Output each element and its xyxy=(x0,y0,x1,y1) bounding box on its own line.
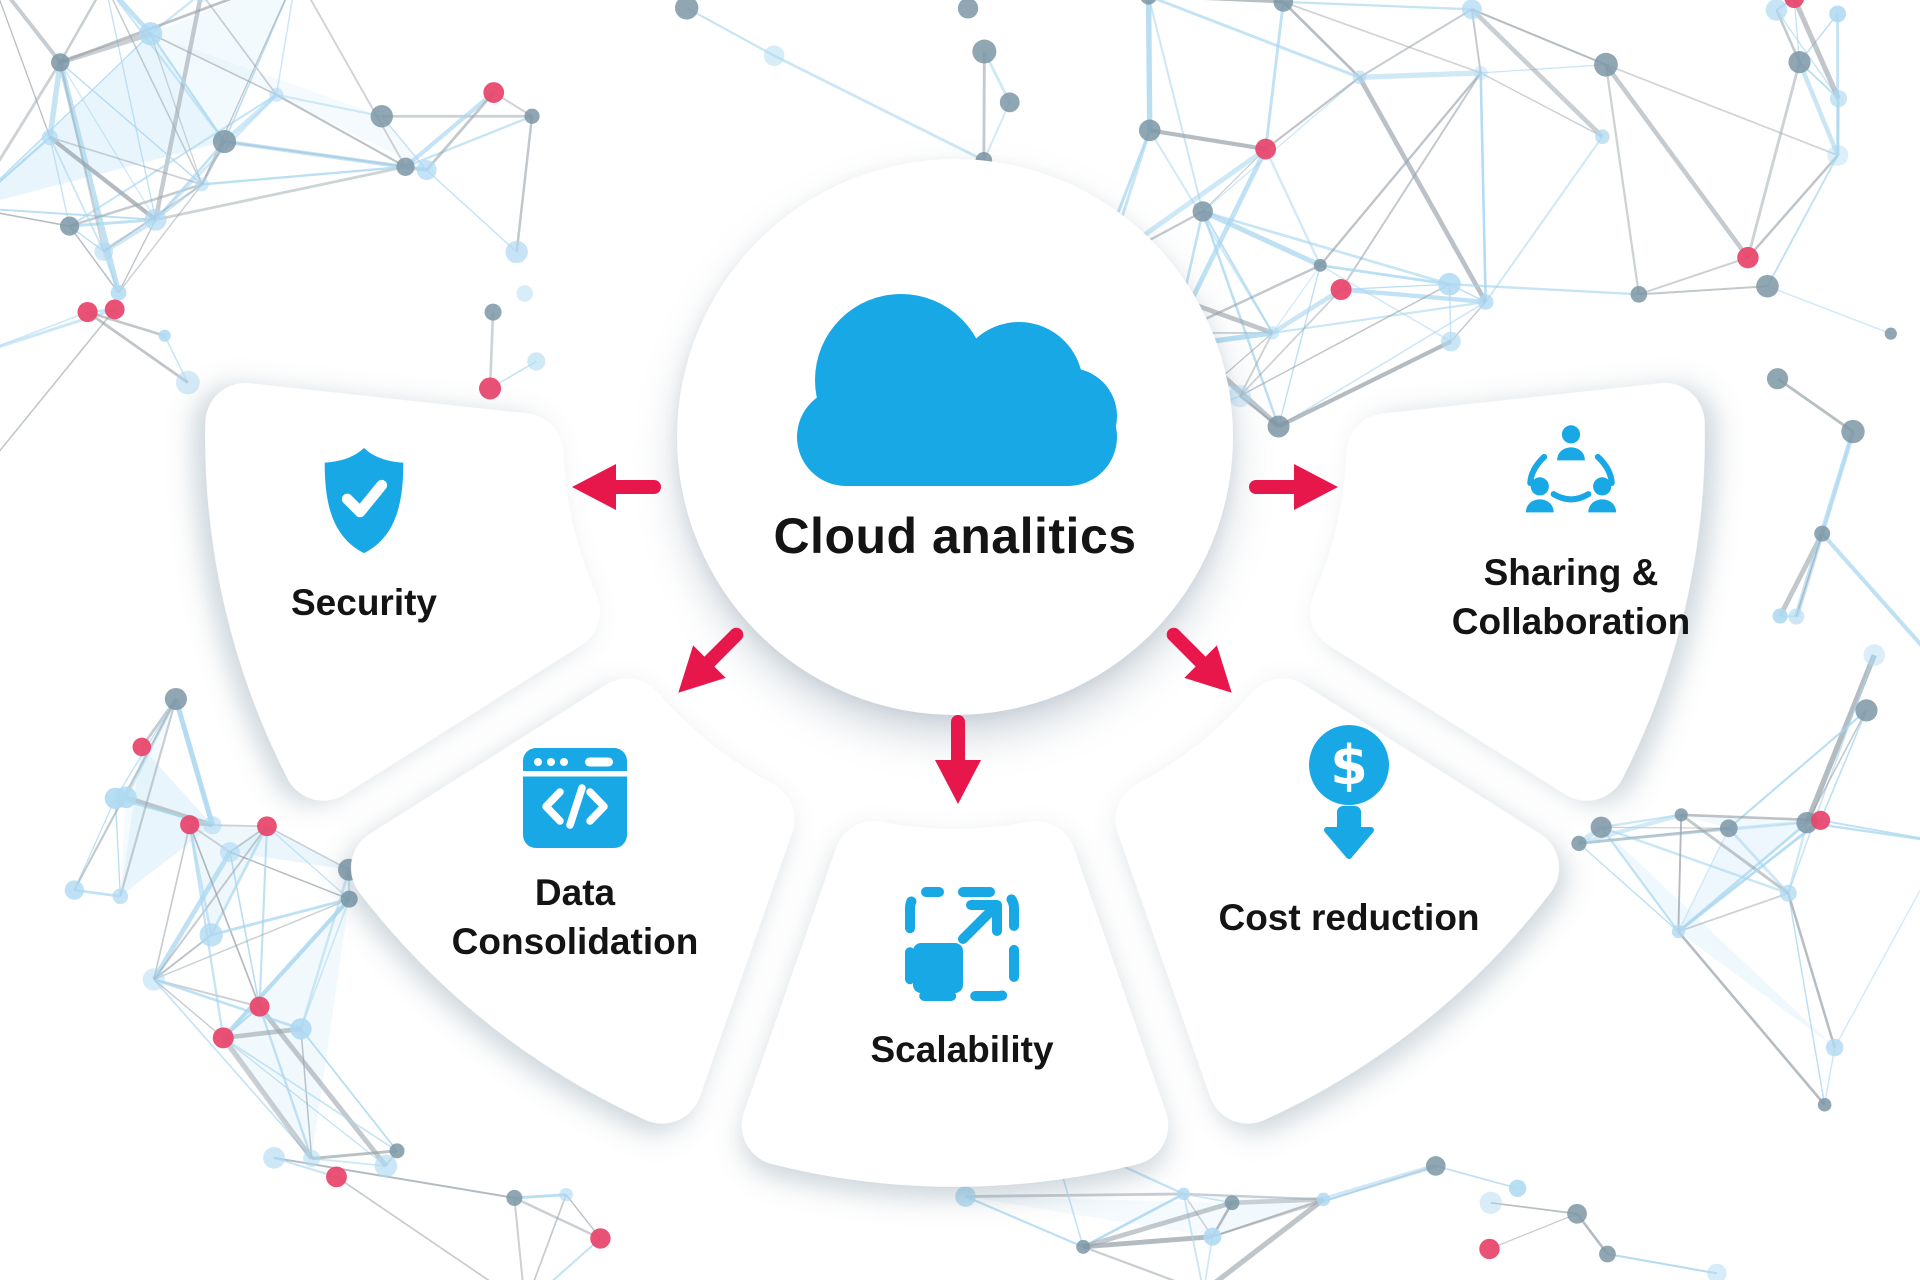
arrow-to-cost-reduction-icon xyxy=(1166,627,1232,693)
dollar-coin-down-icon: $ xyxy=(1301,723,1397,878)
arrow-to-scalability-icon xyxy=(935,715,981,804)
card-security-label: Security xyxy=(290,582,437,623)
cloud-icon xyxy=(797,286,1117,486)
card-sharing-collaboration-shape xyxy=(1310,383,1705,801)
people-network-icon xyxy=(1519,424,1623,533)
center-circle: Cloud analitics xyxy=(677,159,1233,715)
card-sharing-collaboration-content: Sharing & Collaboration xyxy=(1411,424,1731,647)
arrow-to-sharing-collaboration-icon xyxy=(1249,464,1338,510)
shield-check-icon xyxy=(314,442,414,563)
card-scalability-shape xyxy=(741,821,1169,1187)
svg-text:$: $ xyxy=(1330,734,1368,797)
diagram-title: Cloud analitics xyxy=(773,508,1137,564)
card-security-shape xyxy=(205,383,600,801)
expand-arrows-icon xyxy=(901,883,1023,1010)
card-data-consolidation-content: Data Consolidation xyxy=(415,748,735,967)
card-scalability-label: Scalability xyxy=(870,1029,1054,1070)
card-data-consolidation-label: Data Consolidation xyxy=(451,872,699,962)
arrow-to-data-consolidation-icon xyxy=(678,627,744,693)
card-data-consolidation-shape xyxy=(350,678,795,1124)
card-cost-reduction-shape xyxy=(1115,678,1560,1124)
card-scalability-content: Scalability xyxy=(802,883,1122,1075)
card-sharing-collaboration-label: Sharing & Collaboration xyxy=(1451,552,1691,642)
card-cost-reduction-label: Cost reduction xyxy=(1218,897,1480,938)
card-security-content: Security xyxy=(204,442,524,628)
arrow-to-security-icon xyxy=(572,464,661,510)
browser-code-icon xyxy=(523,748,627,853)
card-cost-reduction-content: $ Cost reduction xyxy=(1189,723,1509,943)
